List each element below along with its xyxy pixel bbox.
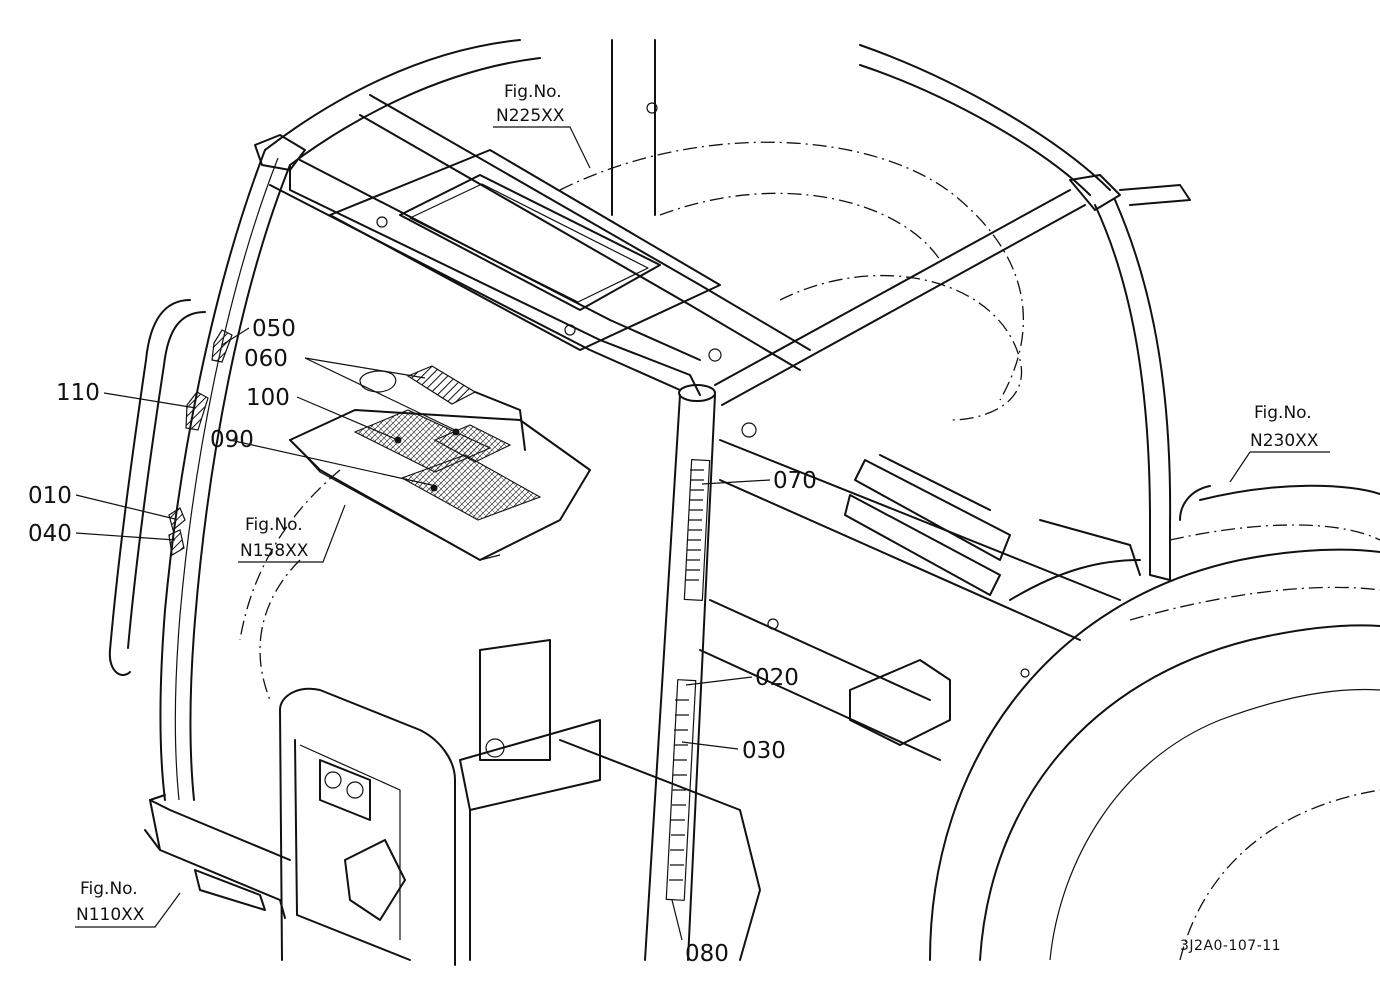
label-080: 080 [685, 941, 729, 967]
gas-strut-upper [683, 459, 711, 601]
grab-handle [108, 299, 206, 677]
figure-refs: Fig.No. N225XX Fig.No. N230XX Fig.No. N1… [76, 82, 1319, 925]
bolt-holes [376, 102, 1030, 758]
rear-fender-outline [239, 141, 1380, 701]
right-rear-pillar [1094, 184, 1191, 581]
part-050-shape [211, 329, 233, 363]
label-090: 090 [210, 427, 254, 453]
rear-floor [699, 439, 1141, 761]
lower-console [144, 639, 761, 966]
rear-tire-outline [929, 484, 1380, 961]
fig-ref-1-code: N225XX [496, 106, 565, 126]
label-070: 070 [773, 468, 817, 494]
fig-ref-1-title: Fig.No. [504, 82, 562, 102]
part-060-shape [359, 365, 526, 451]
label-050: 050 [252, 316, 296, 342]
fig-ref-2-code: N230XX [1250, 431, 1319, 451]
label-100: 100 [246, 385, 290, 411]
label-060: 060 [244, 346, 288, 372]
label-020: 020 [755, 665, 799, 691]
leader-lines [75, 126, 1330, 941]
drawing-code: 3J2A0-107-11 [1180, 938, 1281, 954]
seat-plate [289, 409, 591, 561]
part-labels: 050 060 110 100 090 010 040 070 020 030 … [28, 316, 817, 967]
label-110: 110 [56, 380, 100, 406]
fig-ref-4-title: Fig.No. [80, 879, 138, 899]
fig-ref-3-title: Fig.No. [245, 515, 303, 535]
fig-ref-4-code: N110XX [76, 905, 145, 925]
fig-ref-2-title: Fig.No. [1254, 403, 1312, 423]
label-040: 040 [28, 521, 72, 547]
part-040-shape [168, 529, 185, 556]
roof-frame [264, 39, 1121, 406]
center-rear-post [611, 39, 716, 961]
fig-ref-3-code: N158XX [240, 541, 309, 561]
part-110-shape [185, 391, 209, 431]
part-010-shape [168, 507, 186, 532]
label-010: 010 [28, 483, 72, 509]
label-030: 030 [742, 738, 786, 764]
